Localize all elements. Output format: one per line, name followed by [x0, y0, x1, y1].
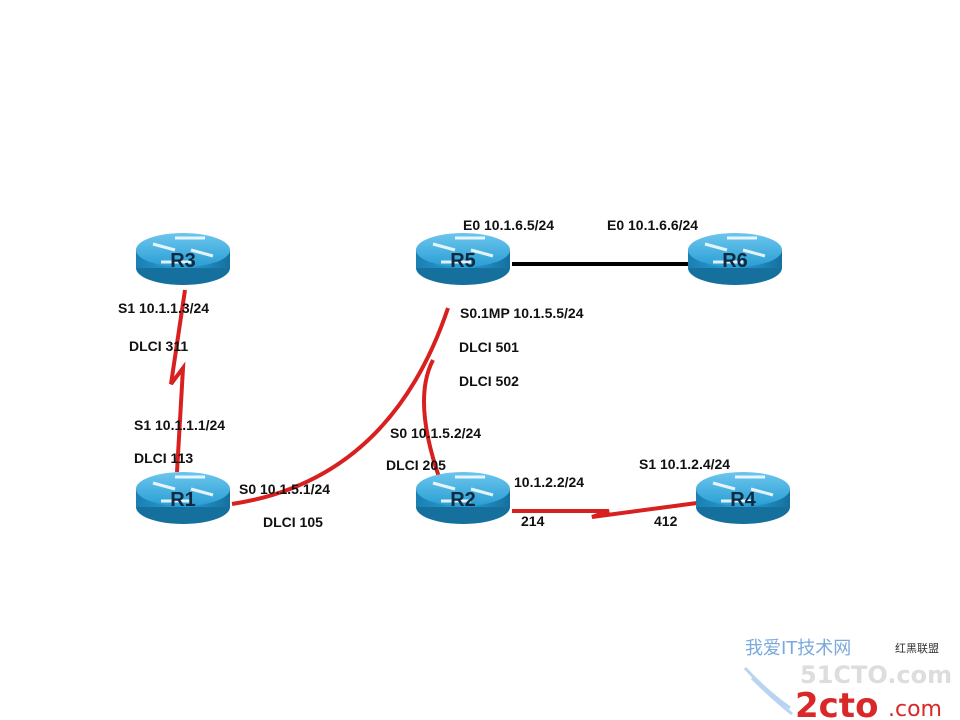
r5-dlci501-label: DLCI 501: [459, 339, 519, 355]
router-label: R4: [730, 489, 756, 511]
r1-dlci105-label: DLCI 105: [263, 514, 323, 530]
r2-dlci214-label: 214: [521, 513, 545, 529]
r2-dlci205-label: DLCI 205: [386, 457, 446, 473]
router-arrows-icon: [712, 475, 774, 503]
router-label: R6: [722, 250, 748, 272]
r6-e0-label: E0 10.1.6.6/24: [607, 217, 698, 233]
r3-dlci-label: DLCI 311: [129, 338, 188, 354]
watermark-cn1: 我爱IT技术网: [745, 638, 851, 659]
link-r2-r5: [422, 359, 442, 481]
router-arrows-icon: [432, 475, 494, 503]
router-label: R5: [450, 250, 476, 272]
r5-s01-label: S0.1MP 10.1.5.5/24: [460, 305, 584, 321]
watermark-51cto: 51CTO.com: [800, 661, 952, 689]
r1-dlci113-label: DLCI 113: [134, 450, 193, 466]
r4-dlci412-label: 412: [654, 513, 678, 529]
router-label: R2: [450, 489, 476, 511]
link-r1-r5: [231, 307, 450, 506]
r5-dlci502-label: DLCI 502: [459, 373, 519, 389]
r2-s1-label: 10.1.2.2/24: [514, 474, 584, 490]
router-r6: R6: [688, 233, 782, 285]
router-arrows-icon: [704, 236, 766, 264]
router-r1: R1: [136, 472, 230, 524]
router-arrows-icon: [152, 236, 214, 264]
r5-e0-label: E0 10.1.6.5/24: [463, 217, 554, 233]
r1-s0-label: S0 10.1.5.1/24: [239, 481, 330, 497]
link-r2-r4: [512, 501, 698, 519]
link-r3-r1: [169, 289, 187, 473]
router-r5: R5: [416, 233, 510, 285]
watermark-com: .com: [888, 697, 942, 720]
watermark-logo: 我爱IT技术网 红黑联盟 51CTO.com 2cto .com: [743, 638, 952, 720]
router-label: R3: [170, 250, 196, 272]
watermark-2cto: 2cto: [795, 686, 878, 720]
r3-s1-label: S1 10.1.1.3/24: [118, 300, 209, 316]
router-r2: R2: [416, 472, 510, 524]
router-arrows-icon: [152, 475, 214, 503]
watermark-cn2: 红黑联盟: [895, 642, 939, 655]
r2-s0-label: S0 10.1.5.2/24: [390, 425, 481, 441]
r1-s1-label: S1 10.1.1.1/24: [134, 417, 225, 433]
router-r4: R4: [696, 472, 790, 524]
router-arrows-icon: [432, 236, 494, 264]
r4-s1-label: S1 10.1.2.4/24: [639, 456, 730, 472]
router-label: R1: [170, 489, 196, 511]
router-r3: R3: [136, 233, 230, 285]
